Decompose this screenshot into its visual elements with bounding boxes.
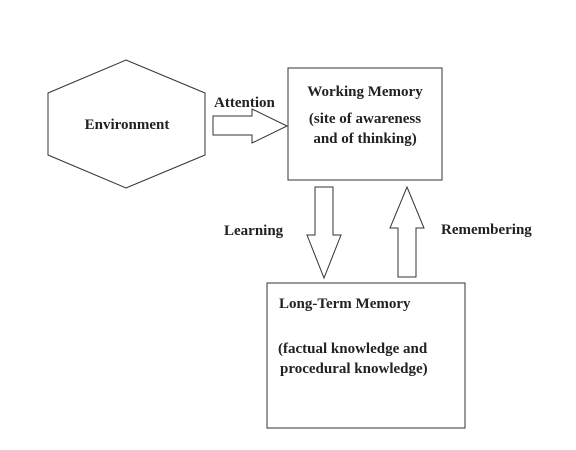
working-memory-title: Working Memory [307, 84, 423, 100]
environment-label: Environment [85, 117, 170, 133]
long-term-memory-box [266, 282, 466, 429]
attention-edge: Attention [212, 95, 289, 144]
learning-edge: Learning [224, 186, 342, 280]
long-term-memory-node: Long-Term Memory (factual knowledge and … [266, 282, 466, 429]
environment-node: Environment [47, 59, 206, 189]
remembering-arrow [389, 185, 425, 278]
long-term-memory-detail-line2: procedural knowledge) [280, 361, 428, 377]
working-memory-detail-line1: (site of awareness [309, 111, 421, 127]
long-term-memory-detail-line1: (factual knowledge and [278, 341, 428, 357]
long-term-memory-title: Long-Term Memory [279, 296, 411, 312]
learning-label: Learning [224, 223, 284, 239]
attention-arrow [212, 108, 289, 144]
working-memory-detail-line2: and of thinking) [313, 131, 416, 147]
working-memory-box [287, 67, 443, 181]
working-memory-node: Working Memory (site of awareness and of… [287, 67, 443, 181]
attention-label: Attention [214, 95, 275, 111]
remembering-edge: Remembering [389, 185, 532, 278]
environment-hexagon [47, 59, 206, 189]
learning-arrow [306, 186, 342, 280]
remembering-label: Remembering [441, 222, 532, 238]
